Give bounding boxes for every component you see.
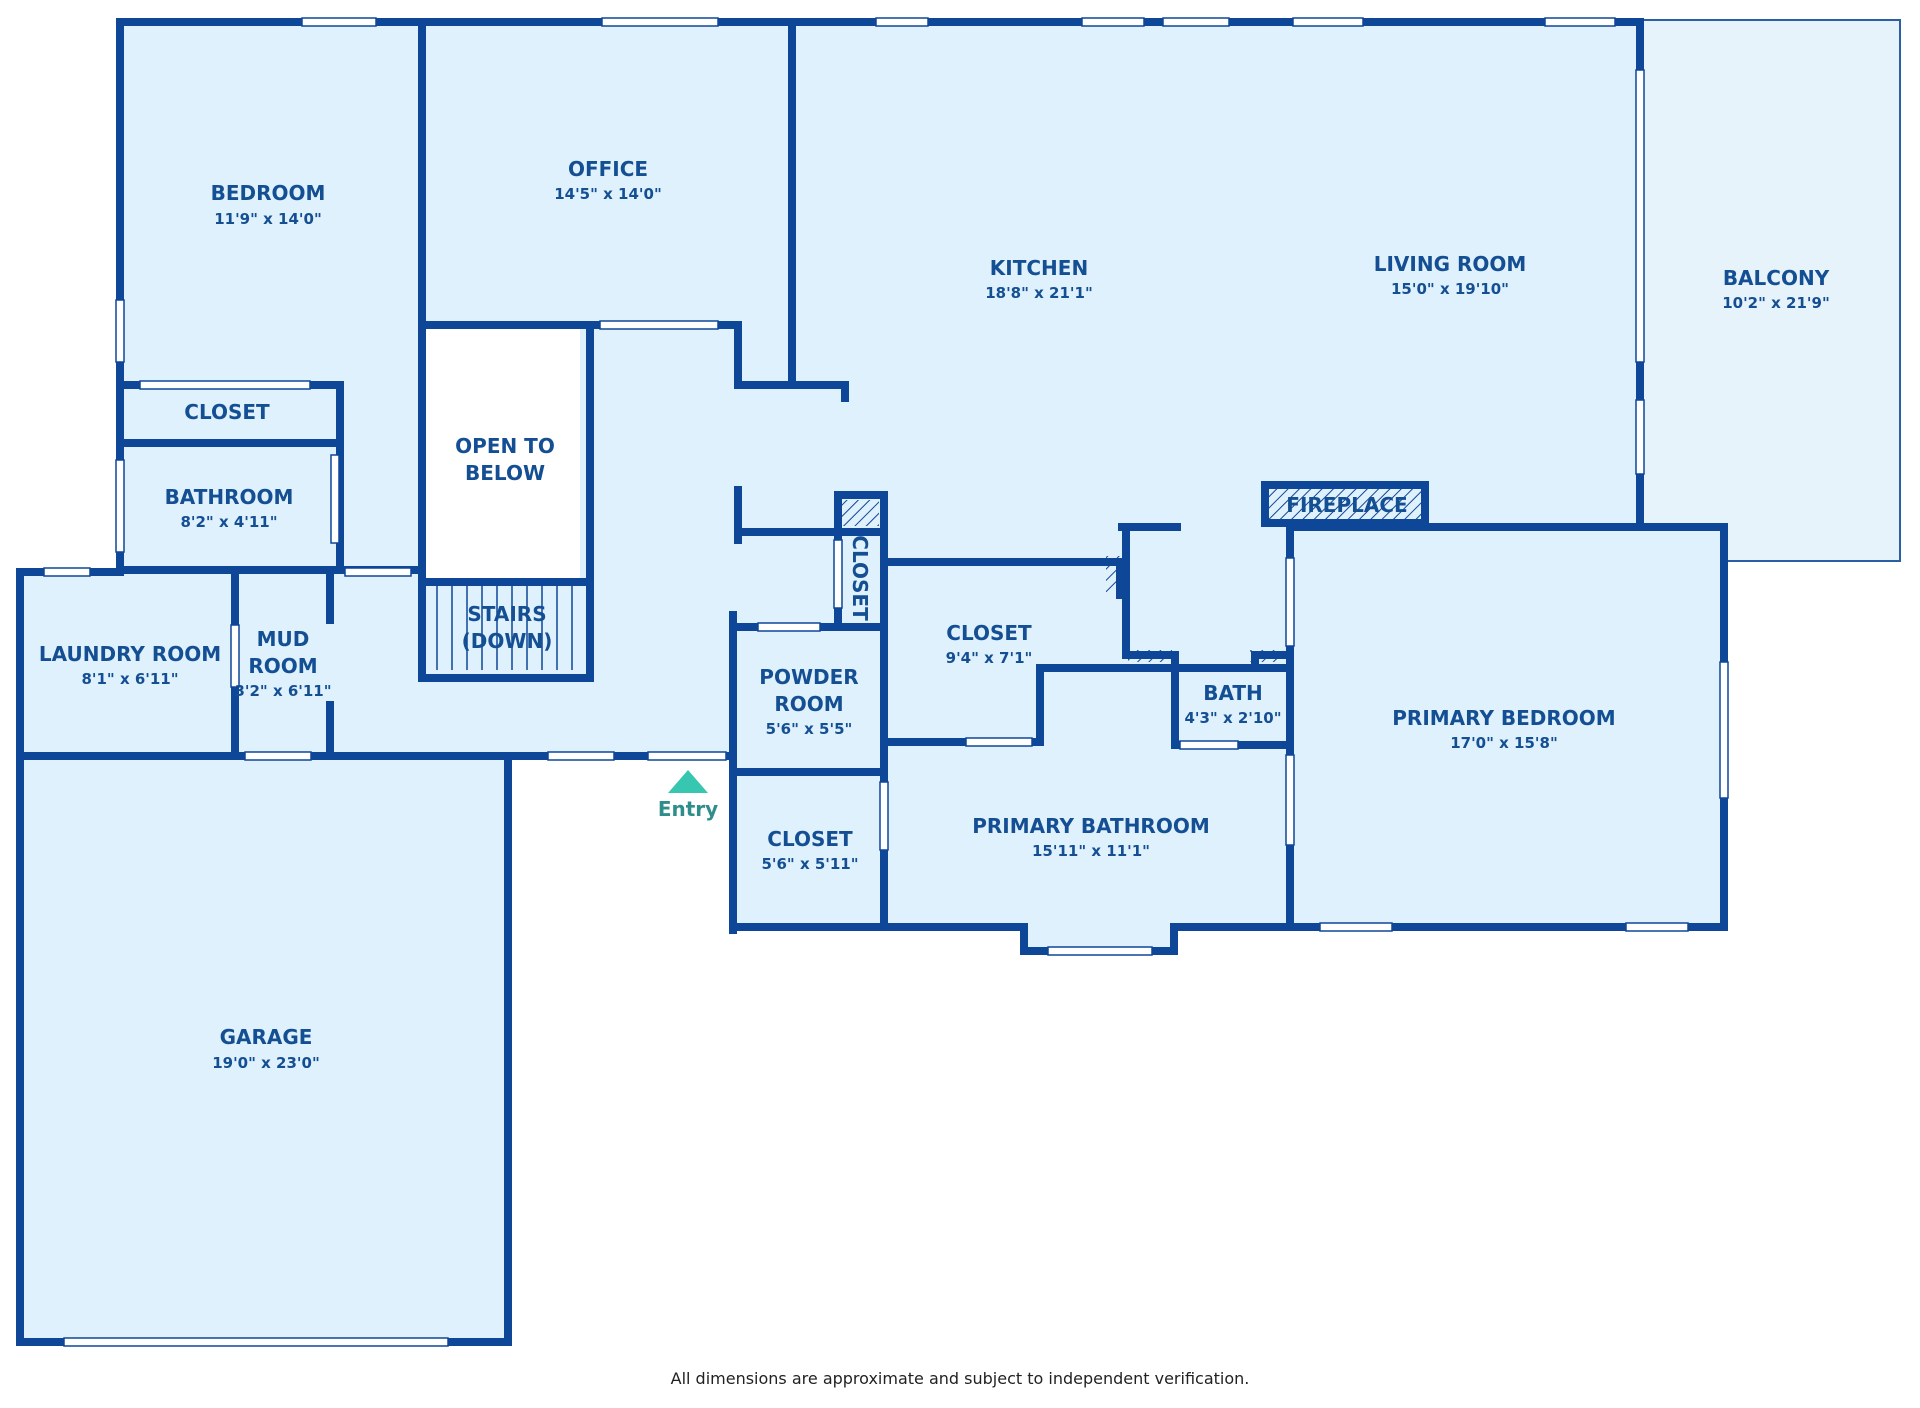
wall-lower-south xyxy=(729,923,1294,955)
stairs-line1: STAIRS xyxy=(467,602,546,626)
bedroom-dims: 11'9" x 14'0" xyxy=(214,210,322,228)
powder-room-dims: 5'6" x 5'5" xyxy=(766,720,853,738)
window-primary-bedroom-west-1 xyxy=(1285,557,1295,647)
windows xyxy=(43,17,1729,1347)
window-laundry-north xyxy=(43,567,91,577)
window-primary-bedroom-south-2 xyxy=(1625,922,1689,932)
mud-room-dims: 3'2" x 6'11" xyxy=(234,682,331,700)
fireplace-name: FIREPLACE xyxy=(1286,493,1407,517)
middle-closet-name: CLOSET xyxy=(946,621,1032,645)
balcony-dims: 10'2" x 21'9" xyxy=(1722,294,1830,312)
wall-office-south xyxy=(418,321,796,389)
stairs-area xyxy=(422,582,590,672)
window-bathroom-west xyxy=(115,459,125,553)
window-living-east-1 xyxy=(1635,69,1645,363)
window-closet-lower xyxy=(879,781,889,851)
window-mud-south xyxy=(244,751,312,761)
office-dims: 14'5" x 14'0" xyxy=(554,185,662,203)
window-garage-door xyxy=(63,1337,449,1347)
primary-bedroom-dims: 17'0" x 15'8" xyxy=(1450,734,1558,752)
garage-name: GARAGE xyxy=(220,1025,313,1049)
window-bedroom-west xyxy=(115,299,125,363)
window-living-north-2 xyxy=(1292,17,1364,27)
open-to-below-line1: OPEN TO xyxy=(455,434,555,458)
window-hall-south-1 xyxy=(547,751,615,761)
window-living-east-2 xyxy=(1635,399,1645,475)
primary-bathroom-dims: 15'11" x 11'1" xyxy=(1032,842,1150,860)
hall-closet-name: CLOSET xyxy=(848,535,872,621)
bath-name: BATH xyxy=(1203,681,1263,705)
bath-dims: 4'3" x 2'10" xyxy=(1184,709,1281,727)
window-hall-stairs xyxy=(344,567,412,577)
laundry-room-dims: 8'1" x 6'11" xyxy=(81,670,178,688)
wall-bath-west xyxy=(1171,664,1294,749)
garage-floor xyxy=(20,752,510,1342)
powder-room-line2: ROOM xyxy=(774,692,843,716)
floor-fills xyxy=(20,19,1901,1342)
room-labels: BEDROOM 11'9" x 14'0" OFFICE 14'5" x 14'… xyxy=(39,157,1830,1072)
kitchen-dims: 18'8" x 21'1" xyxy=(985,284,1093,302)
window-kitchen-north-2 xyxy=(1081,17,1145,27)
open-to-below-floor xyxy=(425,330,580,580)
wall-open-below xyxy=(418,321,594,682)
disclaimer-text: All dimensions are approximate and subje… xyxy=(670,1369,1250,1388)
balcony-name: BALCONY xyxy=(1723,266,1830,290)
stairs xyxy=(422,582,590,672)
window-open-below xyxy=(599,320,719,330)
window-office-north xyxy=(601,17,719,27)
bedroom-floor xyxy=(120,22,422,567)
window-primary-bathroom-bay xyxy=(1047,946,1153,956)
window-bathroom-east xyxy=(330,454,340,544)
wall-hall-closet xyxy=(734,491,888,624)
window-mud-west xyxy=(230,624,240,688)
entry-arrow-icon xyxy=(668,770,708,793)
lower-closet-dims: 5'6" x 5'11" xyxy=(761,855,858,873)
lower-wing-floor xyxy=(733,525,1728,928)
bathroom-name: BATHROOM xyxy=(165,485,294,509)
office-floor xyxy=(422,22,792,322)
window-closet-bedroom xyxy=(139,380,311,390)
wall-hall-notch xyxy=(1118,523,1181,672)
lower-closet-name: CLOSET xyxy=(767,827,853,851)
window-entry-door xyxy=(647,751,727,761)
laundry-room-name: LAUNDRY ROOM xyxy=(39,642,221,666)
living-room-dims: 15'0" x 19'10" xyxy=(1391,280,1509,298)
window-powder-room xyxy=(757,622,821,632)
primary-bedroom-name: PRIMARY BEDROOM xyxy=(1392,706,1615,730)
living-room-name: LIVING ROOM xyxy=(1374,252,1527,276)
bedroom-name: BEDROOM xyxy=(211,181,326,205)
kitchen-name: KITCHEN xyxy=(990,256,1088,280)
primary-bathroom-name: PRIMARY BATHROOM xyxy=(972,814,1210,838)
window-hall-closet xyxy=(833,539,843,609)
window-living-north-1 xyxy=(1162,17,1230,27)
hall-closet-hatch xyxy=(841,500,879,526)
window-primary-bedroom-south-1 xyxy=(1319,922,1393,932)
balcony-floor xyxy=(1642,19,1901,562)
stair-treads xyxy=(436,584,573,670)
garage-dims: 19'0" x 23'0" xyxy=(212,1054,320,1072)
wall-fireplace-return xyxy=(1251,651,1294,672)
stairs-line2: (DOWN) xyxy=(462,629,553,653)
window-bath xyxy=(1179,740,1239,750)
bedroom-closet-name: CLOSET xyxy=(184,400,270,424)
office-name: OFFICE xyxy=(568,157,648,181)
open-to-below-line2: BELOW xyxy=(465,461,545,485)
window-primary-bedroom-east xyxy=(1719,661,1729,799)
window-middle-closet xyxy=(965,737,1033,747)
middle-closet-dims: 9'4" x 7'1" xyxy=(946,649,1033,667)
bathroom-dims: 8'2" x 4'11" xyxy=(180,513,277,531)
wall-middle-closet-south xyxy=(880,664,1294,746)
wall-kitchen-stub xyxy=(788,381,849,402)
window-living-north-3 xyxy=(1544,17,1616,27)
window-kitchen-north-1 xyxy=(875,17,929,27)
window-primary-bedroom-west-2 xyxy=(1285,754,1295,846)
wall-middle-closet-top xyxy=(880,558,1124,599)
window-bedroom-north xyxy=(301,17,377,27)
powder-room-line1: POWDER xyxy=(759,665,858,689)
mud-room-line1: MUD xyxy=(257,627,310,651)
entry-label: Entry xyxy=(658,797,718,821)
primary-bathroom-bay-floor xyxy=(1024,920,1174,948)
mud-room-line2: ROOM xyxy=(248,654,317,678)
